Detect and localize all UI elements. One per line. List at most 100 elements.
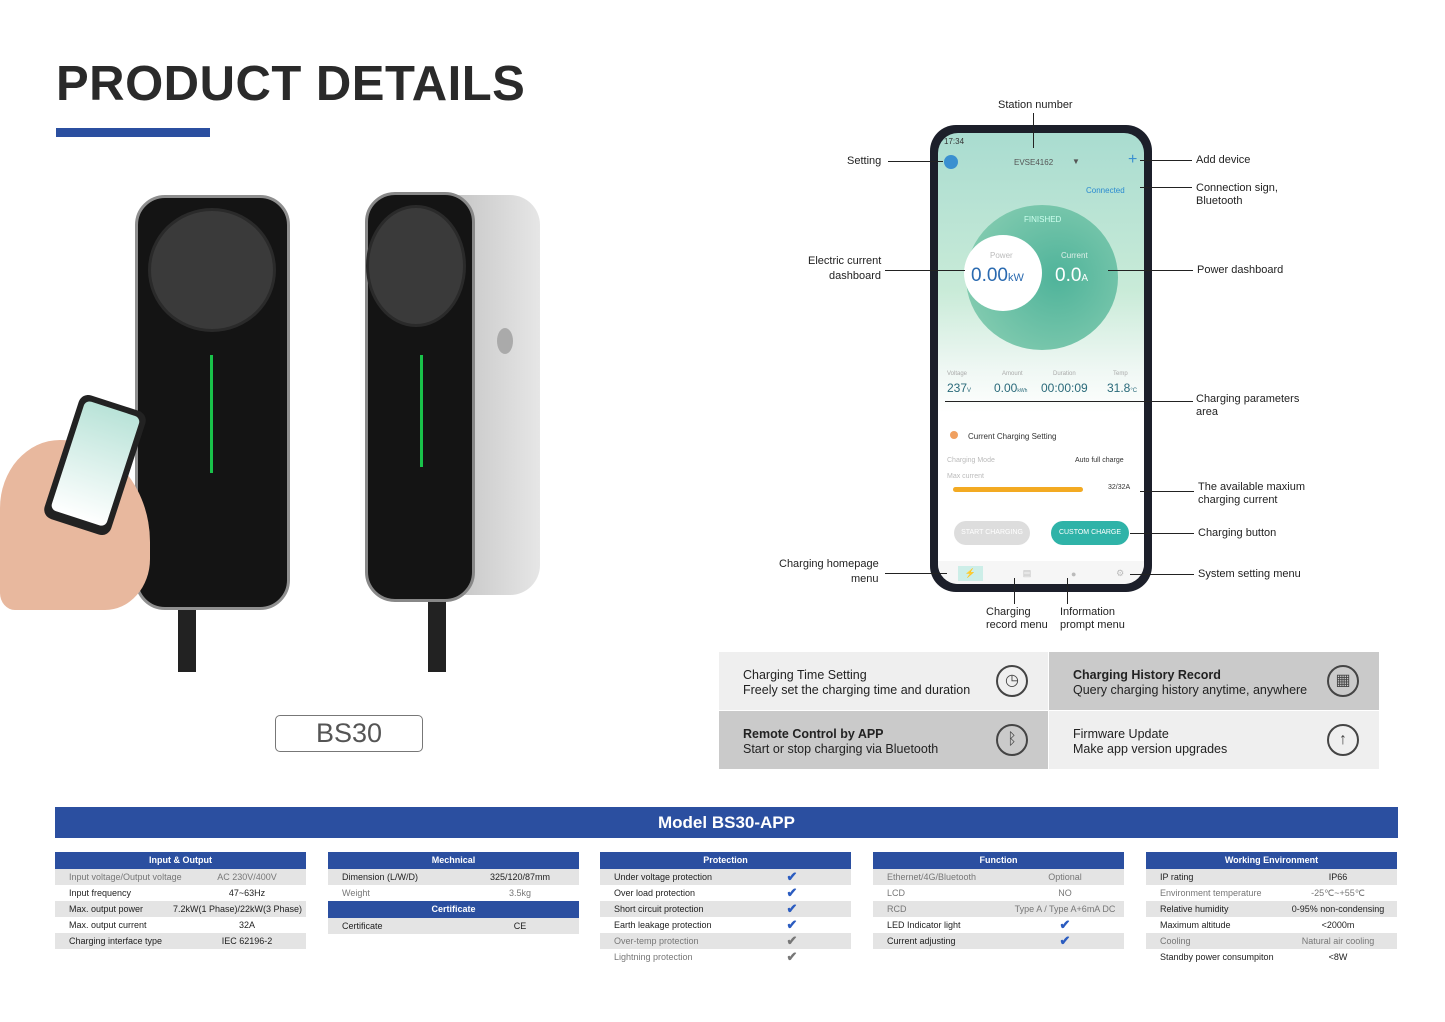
check-icon: ✔ [786,869,798,884]
custom-charge-button[interactable]: CUSTOM CHARGE [1051,521,1129,545]
check-icon: ✔ [786,949,798,964]
row-value: NO [1058,888,1072,898]
row-value: IP66 [1328,872,1348,882]
annotation-homepage: menu [851,573,879,585]
annotation-record: Charging [986,606,1031,618]
status-time: 17:34 [944,137,965,146]
annotation-button: Charging button [1198,527,1277,539]
row-value: 7.2kW(1 Phase)/22kW(3 Phase) [172,904,302,914]
row-value: <8W [1328,952,1348,962]
row-value: 3.5kg [508,888,532,898]
table-row: Lightning protection ✔ [600,949,851,965]
annotation-electric: dashboard [829,270,881,282]
check-icon: ✔ [786,917,798,932]
annotation-params: area [1196,406,1219,418]
check-icon: ✔ [1059,933,1071,948]
current-value: 0.0A [1055,265,1089,286]
table-header: Certificate [328,901,579,918]
row-value: 325/120/87mm [489,872,551,882]
table-row: Standby power consumpiton <8W [1146,949,1397,965]
table-header: Input & Output [55,852,306,869]
power-dashboard [964,235,1042,311]
clock-icon: ◷ [996,665,1028,697]
row-label: Input voltage/Output voltage [69,872,182,882]
row-label: Relative humidity [1160,904,1229,914]
row-value: AC 230V/400V [217,872,277,882]
row-label: Over-temp protection [614,936,699,946]
row-label: Standby power consumpiton [1160,952,1274,962]
row-label: LCD [887,888,906,898]
annotation-station: Station number [998,99,1073,111]
row-value: Optional [1048,872,1082,882]
row-label: Lightning protection [614,952,693,962]
annotation-conn: Connection sign, [1196,182,1278,194]
row-value: CE [513,921,527,931]
record-icon[interactable]: ▤ [1022,568,1032,578]
start-charging-button[interactable]: START CHARGING [954,521,1030,545]
row-value: Type A / Type A+6mA DC [1014,904,1116,914]
setting-title: Current Charging Setting [968,432,1057,441]
lightning-icon[interactable]: ⚡ [957,566,984,581]
max-current-slider[interactable] [953,487,1083,492]
check-icon: ✔ [786,901,798,916]
table-row: Maximum altitude<2000m [1146,917,1397,933]
annotation-system: System setting menu [1198,568,1301,580]
page-title: PRODUCT DETAILS [56,57,526,111]
annotation-conn: Bluetooth [1196,195,1243,207]
add-icon[interactable]: + [1128,151,1138,168]
table-row: Relative humidity 0-95% non-condensing [1146,901,1397,917]
row-label: LED Indicator light [887,920,961,930]
gear-icon[interactable]: ⚙ [1116,568,1125,578]
row-label: Weight [342,888,370,898]
chevron-down-icon[interactable]: ▼ [1072,157,1080,166]
bluetooth-connected: Connected [1086,186,1125,195]
table-header: Mechnical [328,852,579,869]
row-label: IP rating [1160,872,1194,882]
annotation-add: Add device [1196,154,1251,166]
row-label: Under voltage protection [614,872,713,882]
row-label: Dimension (L/W/D) [342,872,419,882]
phone-mockup: 17:34 EVSE4162 ▼ + Connected FINISHED Po… [930,125,1152,592]
setting-icon [950,431,958,439]
max-current-value: 32/32A [1108,484,1131,491]
table-header: Function [873,852,1124,869]
current-label: Current [1061,251,1088,260]
annotation-record: record menu [986,619,1048,631]
row-label: Earth leakage protection [614,920,712,930]
model-tag: BS30 [275,715,423,752]
table-row: Current adjusting✔ [873,933,1124,949]
charging-state: FINISHED [1024,215,1062,224]
table-row: LED Indicator light✔ [873,917,1124,933]
row-label: Certificate [342,921,383,931]
row-label: Max. output current [69,920,147,930]
table-row: Dimension (L/W/D) 325/120/87mm [328,869,579,885]
row-label: Charging interface type [69,936,163,946]
max-current-label: Max current [947,473,984,480]
table-row: Under voltage protection ✔ [600,869,851,885]
row-label: Maximum altitude [1160,920,1231,930]
station-number[interactable]: EVSE4162 [1014,158,1054,167]
user-icon[interactable] [944,155,958,169]
row-value: 0-95% non-condensing [1291,904,1385,914]
table-row: LCD NO [873,885,1124,901]
upload-icon: ↑ [1327,724,1359,756]
row-value: IEC 62196-2 [221,936,273,946]
check-icon: ✔ [786,885,798,900]
row-label: Over load protection [614,888,696,898]
table-row: Over load protection ✔ [600,885,851,901]
row-label: Input frequency [69,888,132,898]
table-row: Environment temperature-25℃~+55℃ [1146,885,1397,901]
table-row: Certificate CE [328,918,579,934]
bluetooth-icon: ᛒ [996,724,1028,756]
bell-icon[interactable]: ● [1070,568,1077,579]
